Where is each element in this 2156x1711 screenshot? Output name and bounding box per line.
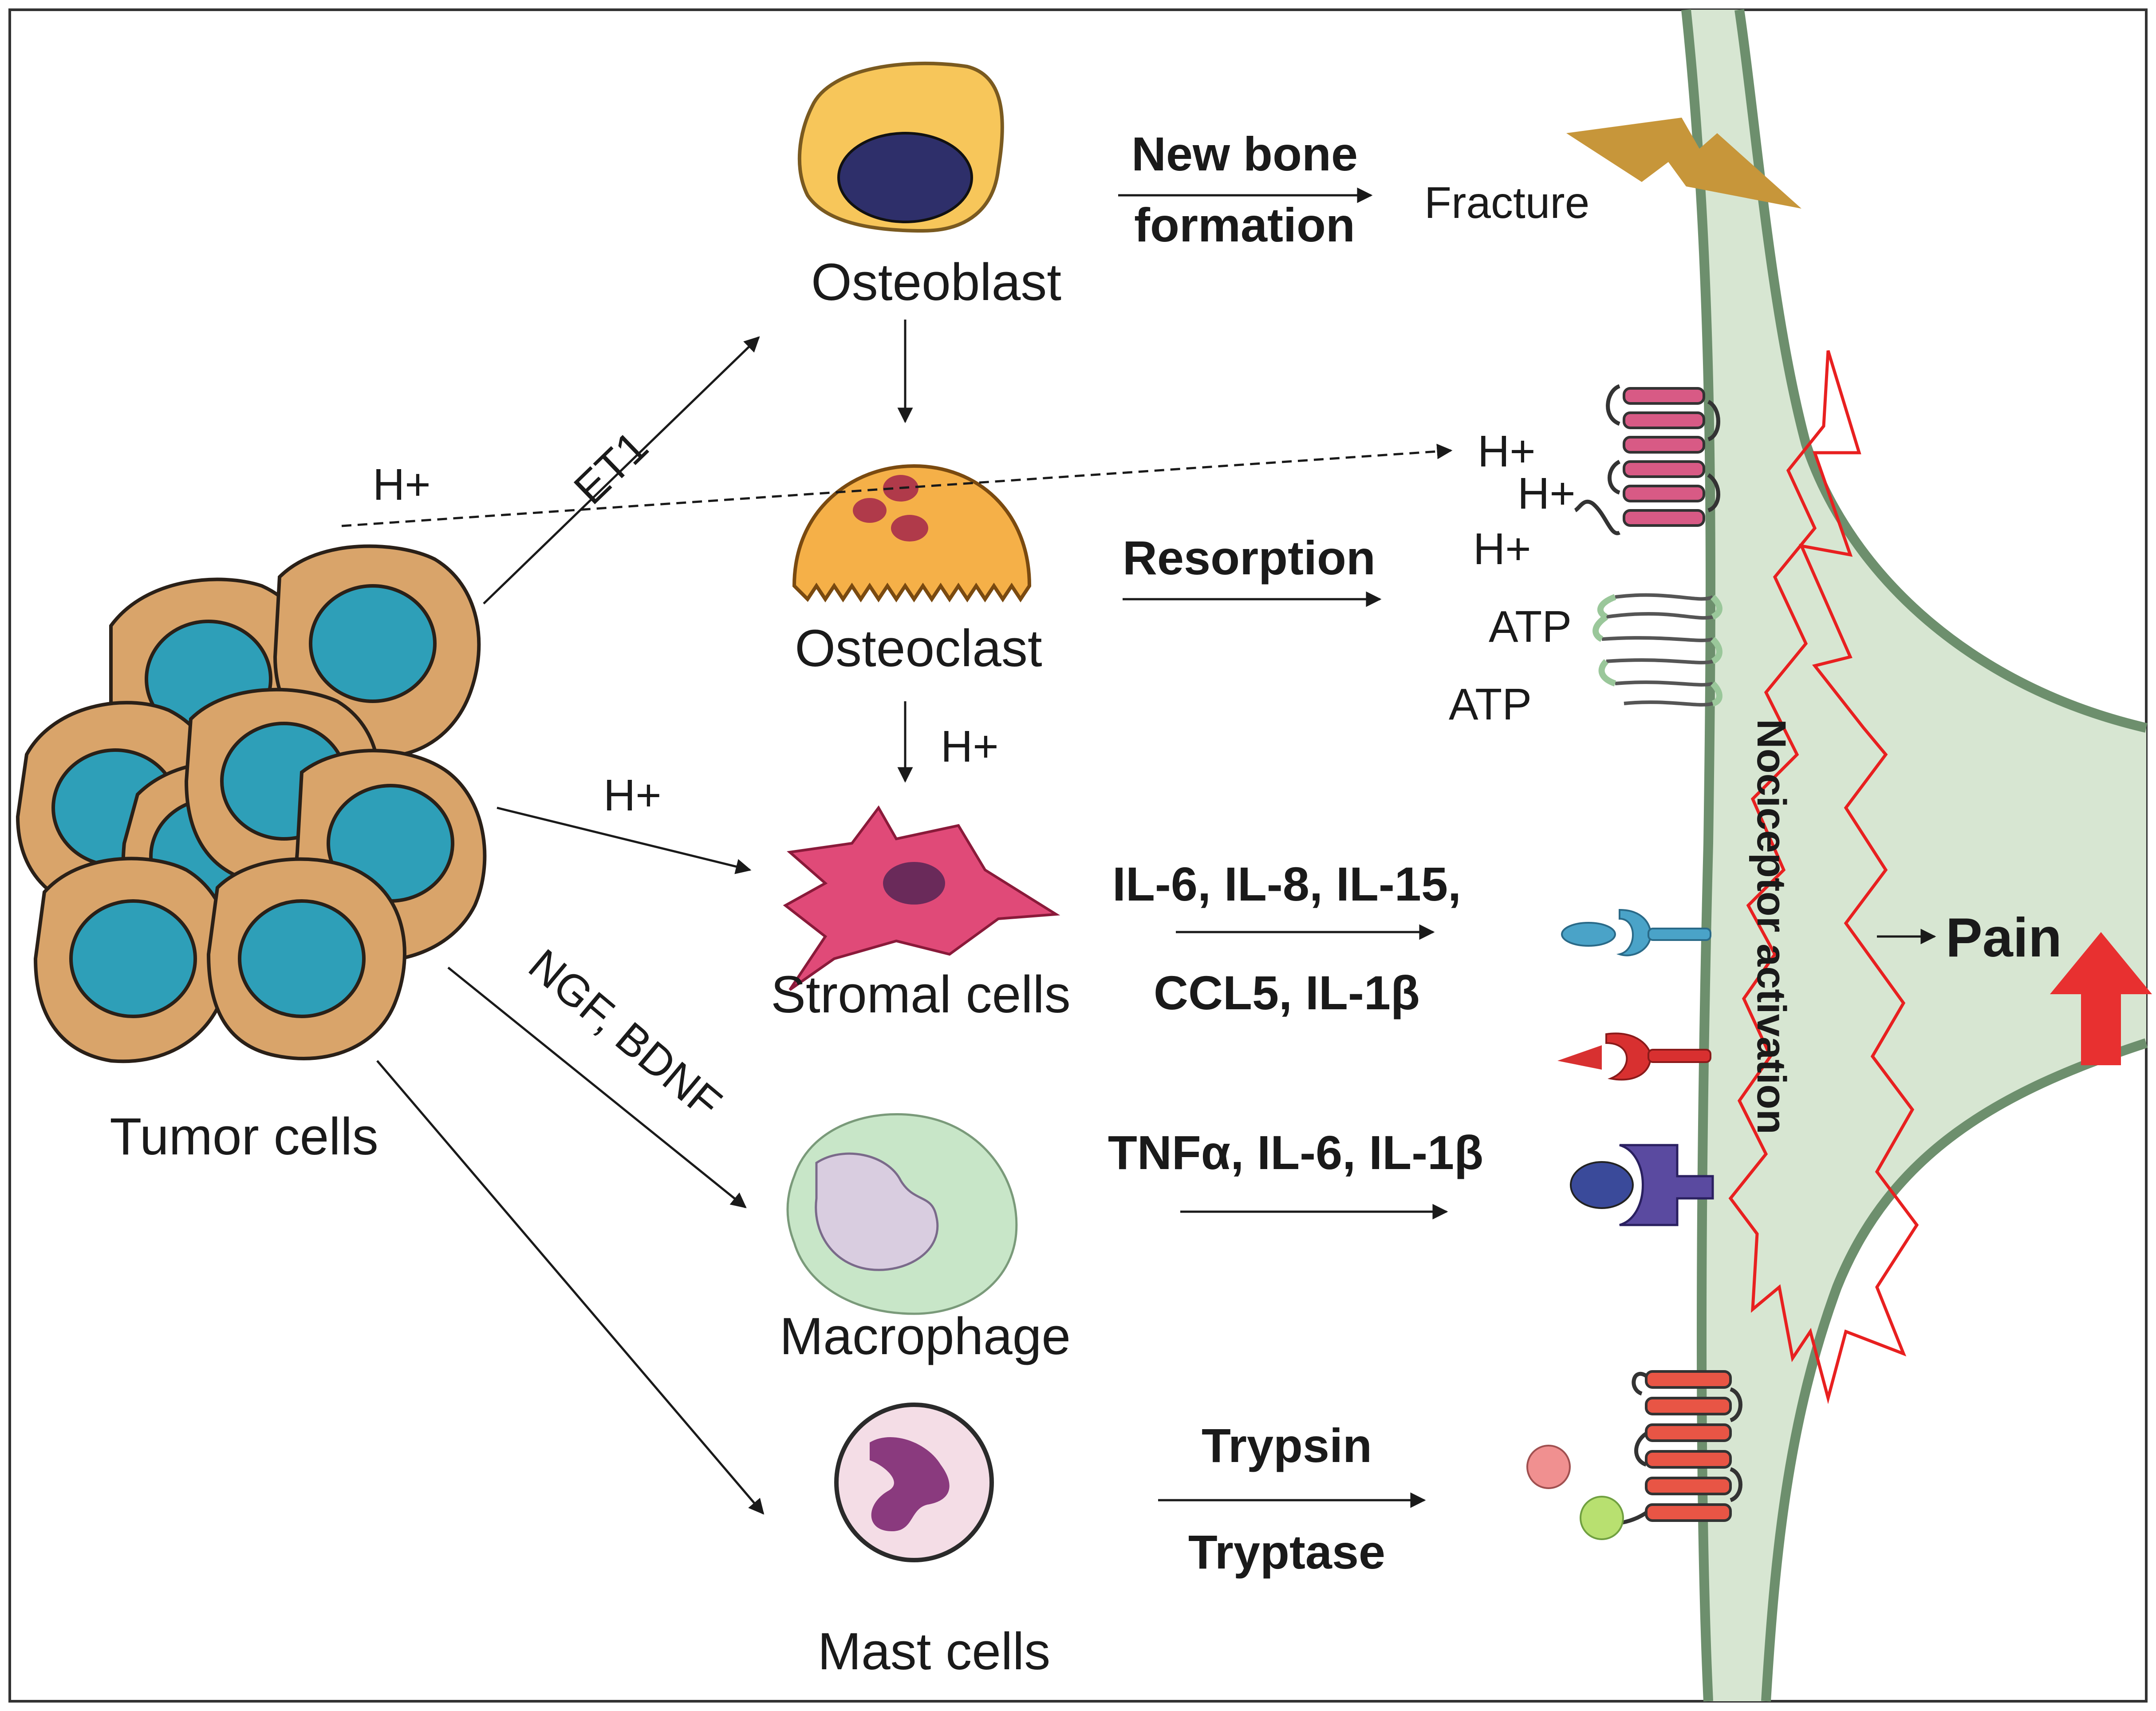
nociceptor-activation-label: Nociceptor activation [1749, 719, 1794, 1134]
osteoclast-label: Osteoclast [795, 619, 1042, 678]
stimulus-atp-2: ATP [1449, 680, 1532, 729]
osteoclast-icon [792, 464, 1032, 603]
macrophage-mediators: TNFα, IL-6, IL-1β [1108, 1126, 1484, 1179]
pain-label: Pain [1946, 907, 2062, 968]
ion-channel-icon [1592, 593, 1722, 707]
nociceptor-signal-icon [1728, 350, 1919, 1404]
mast-cells-label: Mast cells [817, 1622, 1051, 1681]
tryptase-label: Tryptase [1188, 1525, 1386, 1579]
mast-cell-icon [834, 1403, 994, 1562]
pathway-arrows [341, 187, 1936, 1515]
stimulus-h-plus-2: H+ [1517, 469, 1576, 518]
lightning-bolt-icon [1566, 118, 1801, 209]
pain-up-arrow-icon [2050, 932, 2152, 1065]
stimulus-h-plus-3: H+ [1473, 524, 1531, 574]
stromal-cells-label: Stromal cells [771, 965, 1071, 1024]
new-bone-label-line1: New bone [1131, 127, 1358, 181]
osteoblast-label: Osteoblast [811, 253, 1062, 312]
h-plus-stromal-label: H+ [603, 771, 662, 820]
tumor-cells-label: Tumor cells [110, 1107, 378, 1166]
fracture-label: Fracture [1424, 178, 1590, 228]
gpcr-receptor-icon [1526, 1370, 1742, 1540]
macrophage-label: Macrophage [780, 1307, 1071, 1366]
stromal-cell-icon [783, 805, 1060, 991]
h-plus-osteoclast-label: H+ [941, 722, 999, 771]
stimulus-h-plus-1: H+ [1478, 427, 1536, 476]
new-bone-label-line2: formation [1134, 198, 1355, 252]
stromal-mediators-line1: IL-6, IL-8, IL-15, [1112, 857, 1462, 911]
gpcr-receptor-icon [1574, 384, 1720, 535]
stimulus-atp-1: ATP [1489, 602, 1572, 652]
macrophage-icon [786, 1113, 1018, 1315]
osteoblast-icon [797, 61, 1004, 233]
stromal-mediators-line2: CCL5, IL-1β [1154, 966, 1420, 1019]
h-plus-top-label: H+ [373, 460, 431, 510]
cytokine-receptor-icon [1557, 909, 1714, 1226]
tumor-cell-cluster-icon [16, 544, 487, 1063]
trypsin-label: Trypsin [1201, 1419, 1372, 1472]
resorption-label: Resorption [1122, 531, 1376, 585]
